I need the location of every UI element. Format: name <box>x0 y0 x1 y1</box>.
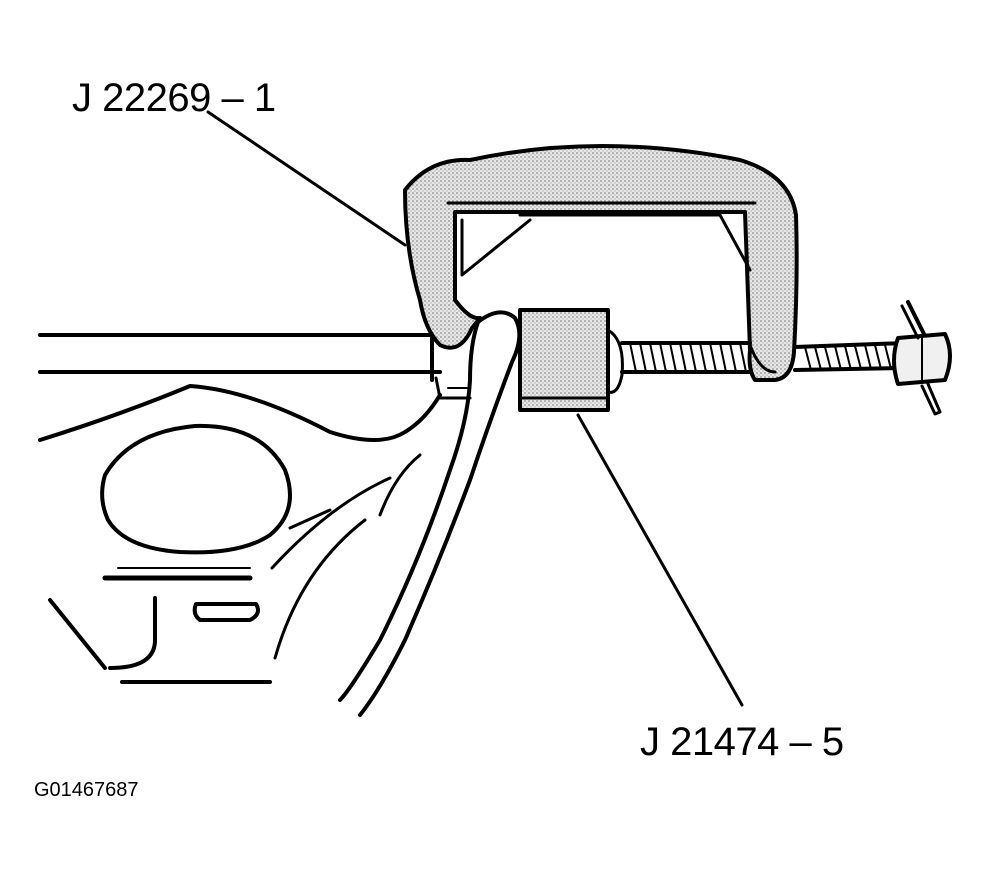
control-arm-rail <box>38 333 442 382</box>
c-clamp-frame <box>403 144 799 382</box>
steering-knuckle <box>38 384 442 684</box>
receiver-cup <box>518 308 624 412</box>
forcing-screw <box>620 341 907 374</box>
leader-lines <box>206 110 744 707</box>
figure-id: G01467687 <box>34 779 139 801</box>
callout-receiver-tool: J 21474 – 5 <box>640 720 844 764</box>
callout-clamp-tool: J 22269 – 1 <box>72 76 276 120</box>
hex-nut-t-handle <box>892 300 952 416</box>
ball-joint-stud <box>338 310 522 717</box>
